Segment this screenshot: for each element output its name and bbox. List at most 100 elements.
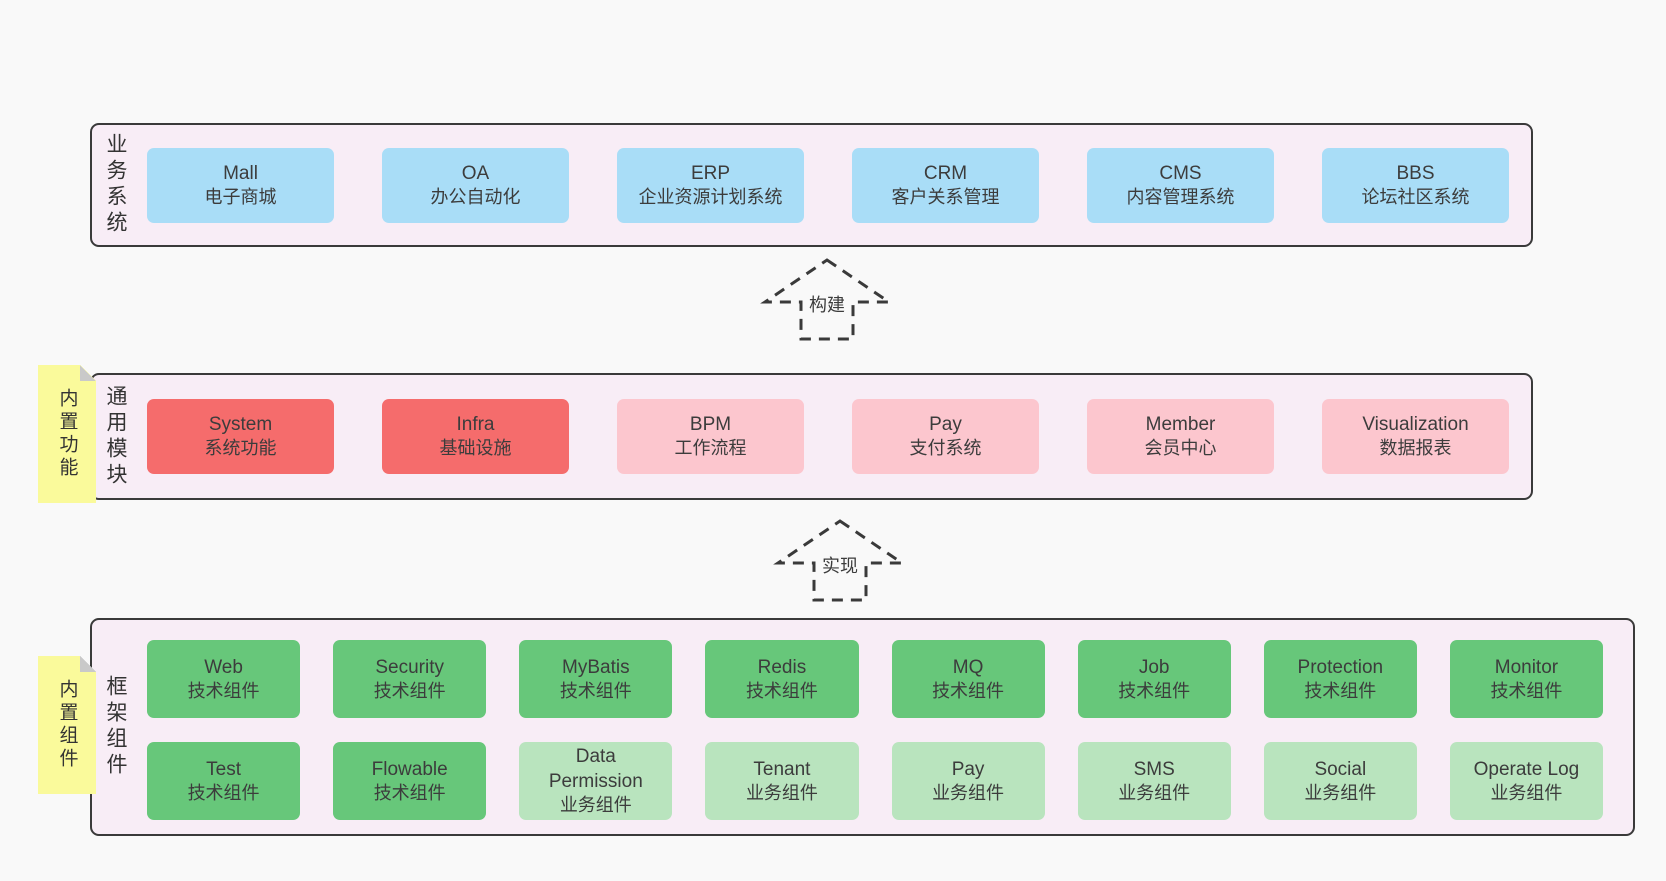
box-system: System 系统功能	[147, 399, 334, 474]
box-test: Test 技术组件	[147, 742, 301, 820]
framework-components-layer: 框架组件 Web 技术组件 Security 技术组件 MyBatis 技术组件…	[90, 618, 1635, 836]
box-title: Pay	[951, 758, 985, 780]
implement-arrow-label: 实现	[818, 551, 862, 579]
box-subtitle: 会员中心	[1144, 438, 1217, 459]
box-subtitle: 数据报表	[1379, 438, 1452, 459]
box-flowable: Flowable 技术组件	[333, 742, 487, 820]
box-title: Tenant	[753, 758, 811, 780]
box-data-permission: Data Permission 业务组件	[519, 742, 673, 820]
box-monitor: Monitor 技术组件	[1449, 640, 1603, 718]
box-title: Protection	[1297, 656, 1384, 678]
business-systems-label: 业务系统	[104, 133, 127, 237]
box-mall: Mall 电子商城	[147, 147, 334, 223]
box-pay-component: Pay 业务组件	[891, 742, 1045, 820]
box-subtitle: 业务组件	[559, 795, 632, 816]
box-subtitle: 业务组件	[932, 782, 1005, 803]
box-title: Social	[1314, 758, 1367, 780]
box-erp: ERP 企业资源计划系统	[617, 147, 804, 223]
box-title: Mall	[223, 162, 258, 184]
box-pay-module: Pay 支付系统	[852, 399, 1039, 474]
box-infra: Infra 基础设施	[382, 399, 569, 474]
box-subtitle: 技术组件	[1490, 680, 1563, 701]
box-subtitle: 技术组件	[373, 782, 446, 803]
box-title: MQ	[952, 656, 984, 678]
box-subtitle: 客户关系管理	[891, 186, 1000, 207]
framework-components-label: 框架组件	[104, 675, 127, 779]
box-title: Web	[204, 656, 243, 678]
box-social: Social 业务组件	[1263, 742, 1417, 820]
up-arrow-icon	[760, 258, 894, 341]
box-title: Infra	[456, 414, 495, 436]
framework-components-grid: Web 技术组件 Security 技术组件 MyBatis 技术组件 Redi…	[147, 640, 1603, 820]
box-title: Data Permission	[548, 746, 643, 793]
box-subtitle: 系统功能	[204, 438, 277, 459]
box-title: Pay	[929, 414, 962, 436]
box-title: Test	[206, 758, 241, 780]
box-subtitle: 业务组件	[1304, 782, 1377, 803]
common-modules-label: 通用模块	[104, 384, 127, 489]
common-modules-layer: 通用模块 System 系统功能 Infra 基础设施 BPM 工作流程 Pay…	[90, 373, 1533, 500]
box-oa: OA 办公自动化	[382, 147, 569, 223]
box-security: Security 技术组件	[333, 640, 487, 718]
box-title: ERP	[690, 162, 731, 184]
box-subtitle: 技术组件	[559, 680, 632, 701]
box-redis: Redis 技术组件	[705, 640, 859, 718]
box-subtitle: 技术组件	[187, 782, 260, 803]
box-title: OA	[461, 162, 490, 184]
box-title: BBS	[1396, 162, 1435, 184]
box-subtitle: 业务组件	[745, 782, 818, 803]
business-systems-grid: Mall 电子商城 OA 办公自动化 ERP 企业资源计划系统 CRM 客户关系…	[147, 125, 1509, 245]
box-tenant: Tenant 业务组件	[705, 742, 859, 820]
box-title: Member	[1145, 414, 1216, 436]
box-visualization: Visualization 数据报表	[1322, 399, 1509, 474]
box-subtitle: 工作流程	[674, 438, 747, 459]
builtin-components-note-text: 内置组件	[56, 679, 78, 771]
box-title: System	[208, 414, 273, 436]
builtin-features-note: 内置功能	[38, 365, 96, 503]
box-subtitle: 技术组件	[373, 680, 446, 701]
box-title: Monitor	[1494, 656, 1559, 678]
box-operate-log: Operate Log 业务组件	[1449, 742, 1603, 820]
box-subtitle: 论坛社区系统	[1361, 186, 1470, 207]
box-job: Job 技术组件	[1077, 640, 1231, 718]
build-arrow-label: 构建	[805, 290, 849, 318]
build-arrow: 构建	[757, 256, 897, 342]
box-subtitle: 企业资源计划系统	[638, 186, 783, 207]
box-protection: Protection 技术组件	[1263, 640, 1417, 718]
box-subtitle: 技术组件	[745, 680, 818, 701]
builtin-features-note-text: 内置功能	[56, 388, 78, 480]
box-title: Operate Log	[1473, 758, 1580, 780]
box-bbs: BBS 论坛社区系统	[1322, 147, 1509, 223]
implement-arrow: 实现	[770, 517, 910, 603]
box-subtitle: 业务组件	[1118, 782, 1191, 803]
box-title: BPM	[689, 414, 732, 436]
box-cms: CMS 内容管理系统	[1087, 147, 1274, 223]
builtin-components-note: 内置组件	[38, 656, 96, 794]
box-sms: SMS 业务组件	[1077, 742, 1231, 820]
box-web: Web 技术组件	[147, 640, 301, 718]
box-subtitle: 内容管理系统	[1126, 186, 1235, 207]
box-title: CMS	[1159, 162, 1202, 184]
box-subtitle: 基础设施	[439, 438, 512, 459]
box-title: Redis	[757, 656, 807, 678]
box-subtitle: 支付系统	[909, 438, 982, 459]
box-subtitle: 技术组件	[1304, 680, 1377, 701]
box-title: Flowable	[371, 758, 448, 780]
box-crm: CRM 客户关系管理	[852, 147, 1039, 223]
box-title: Visualization	[1362, 414, 1469, 436]
box-title: MyBatis	[562, 656, 630, 678]
common-modules-grid: System 系统功能 Infra 基础设施 BPM 工作流程 Pay 支付系统…	[147, 375, 1509, 498]
box-title: SMS	[1133, 758, 1175, 780]
box-title: Job	[1138, 656, 1170, 678]
box-bpm: BPM 工作流程	[617, 399, 804, 474]
box-title: CRM	[923, 162, 968, 184]
box-mq: MQ 技术组件	[891, 640, 1045, 718]
up-arrow-icon	[773, 519, 907, 602]
box-subtitle: 技术组件	[1118, 680, 1191, 701]
box-title: Security	[375, 656, 444, 678]
box-mybatis: MyBatis 技术组件	[519, 640, 673, 718]
box-subtitle: 技术组件	[932, 680, 1005, 701]
business-systems-layer: 业务系统 Mall 电子商城 OA 办公自动化 ERP 企业资源计划系统 CRM…	[90, 123, 1533, 247]
box-subtitle: 业务组件	[1490, 782, 1563, 803]
